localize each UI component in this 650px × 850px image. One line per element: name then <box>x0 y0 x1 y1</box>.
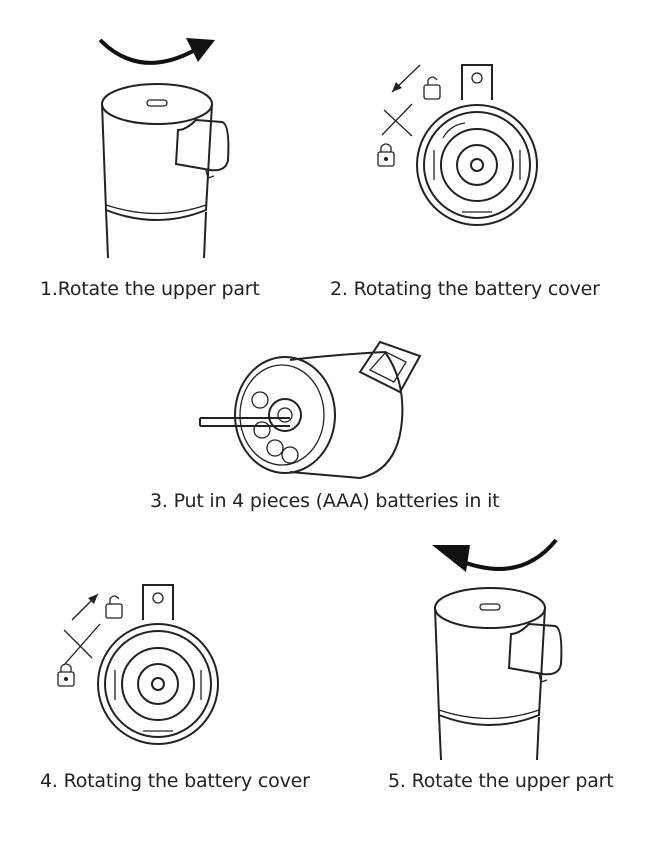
lock-icon <box>377 143 395 167</box>
lock-icon <box>57 663 75 687</box>
arrow-head <box>186 38 215 62</box>
unlock-icon <box>105 595 123 619</box>
step-2-caption: 2. Rotating the battery cover <box>330 278 600 300</box>
unlock-icon <box>423 76 441 100</box>
step-4-caption: 4. Rotating the battery cover <box>40 770 310 792</box>
curved-arrow-icon <box>98 38 196 65</box>
arrow-head <box>432 545 470 572</box>
step-1-caption: 1.Rotate the upper part <box>40 278 260 300</box>
curved-arrow-icon <box>457 538 558 571</box>
step-5-caption: 5. Rotate the upper part <box>388 770 614 792</box>
step-3-caption: 3. Put in 4 pieces (AAA) batteries in it <box>150 490 500 512</box>
